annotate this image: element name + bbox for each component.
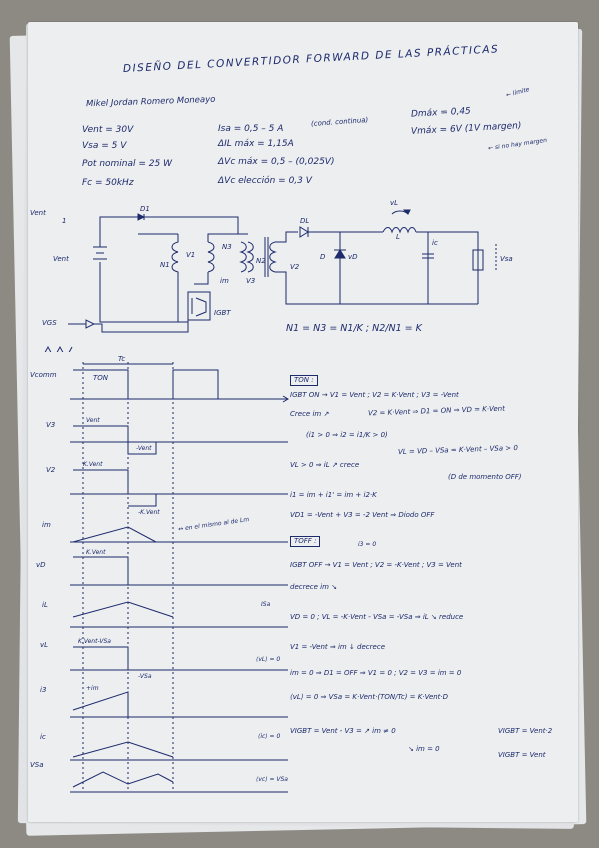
circuit-v2: V2 (290, 263, 300, 271)
wave-v2-kvent: K.Vent (83, 461, 103, 468)
note-ton-4: VL > 0 ⇒ iL ↗ crece (290, 461, 360, 469)
row-label-ic: ic (40, 733, 46, 741)
row-label-v2: V2 (46, 466, 56, 474)
note-ton-4c: (D de momento OFF) (448, 473, 522, 481)
spec-vent: Vent = 30V (82, 125, 134, 135)
note-toff-5: im = 0 ⇒ D1 = OFF ⇒ V1 = 0 ; V2 = V3 = i… (290, 669, 462, 677)
axis-lines (70, 398, 288, 793)
turns-ratio: N1 = N3 = N1/K ; N2/N1 = K (286, 323, 422, 334)
circuit-n2: N2 (256, 257, 266, 265)
wave-v2-mkvent: -K.Vent (138, 509, 160, 516)
note-i3: i3 = 0 (358, 541, 377, 548)
row-label-vcomm: Vcomm (30, 371, 57, 379)
note-ic0: ⟨ic⟩ = 0 (258, 733, 281, 740)
ton-label: TON (93, 374, 109, 382)
circuit-l: L (396, 233, 400, 241)
row-label-il: iL (42, 601, 48, 609)
timing-diagrams (70, 362, 289, 793)
note-toff-1: IGBT OFF → V1 = Vent ; V2 = -K·Vent ; V3… (290, 561, 462, 569)
circuit-dl: DL (300, 217, 310, 225)
circuit-vent-label: Vent (30, 209, 46, 217)
circuit-vgs: VGS (42, 319, 57, 327)
spec-isa: Isa = 0,5 – 5 A (218, 124, 284, 134)
spec-fc: Fc = 50kHz (82, 178, 134, 188)
toff-heading: TOFF : (290, 536, 321, 547)
wave-vl-kvent-vsa: K.Vent-VSa (78, 638, 111, 645)
circuit-im: im (220, 277, 229, 285)
ton-heading: TON : (290, 375, 318, 386)
spec-vsa: Vsa = 5 V (82, 141, 127, 151)
circuit-ic: ic (432, 239, 438, 247)
row-label-vd: vD (36, 561, 46, 569)
note-ton-2: Crece im ↗ (290, 410, 330, 418)
circuit-n1: N1 (160, 261, 170, 269)
note-toff-7: VIGBT = Vent - V3 = ↗ im ≠ 0 (290, 727, 396, 735)
tc-label: Tc (118, 355, 126, 363)
circuit-vd: vD (348, 253, 358, 261)
note-vl0: ⟨vL⟩ = 0 (256, 656, 281, 663)
circuit-vsa: Vsa (500, 255, 513, 263)
note-toff-8: ↘ im = 0 (408, 745, 440, 753)
wave-il-isa: ISa (261, 601, 271, 608)
circuit-v3: V3 (246, 277, 256, 285)
spec-pot: Pot nominal = 25 W (82, 159, 172, 169)
note-ton-5: i1 = im + i1' = im + i2·K (290, 491, 377, 499)
forward-converter-schematic (44, 209, 497, 352)
wave-v3-mvent: -Vent (136, 445, 152, 452)
spec-il-max: ΔIL máx = 1,15A (218, 139, 294, 149)
spec-vc-max: ΔVc máx = 0,5 – (0,025V) (218, 157, 335, 167)
circuit-d1: D1 (140, 205, 150, 213)
circuit-v1: V1 (186, 251, 196, 259)
circuit-d: D (320, 253, 326, 261)
note-ton-6: VD1 = -Vent + V3 = -2 Vent ⇒ Diodo OFF (290, 511, 435, 519)
note-vc: ⟨vc⟩ = VSa (256, 776, 288, 783)
circuit-one: 1 (62, 217, 67, 225)
row-label-im: im (42, 521, 51, 529)
circuit-n3: N3 (222, 243, 232, 251)
note-ton-3: (i1 > 0 ⇒ i2 = i1/K > 0) (306, 431, 388, 439)
circuit-vl: vL (390, 199, 399, 207)
spec-vc-elec: ΔVc elección = 0,3 V (218, 176, 312, 186)
note-toff-4: V1 = -Vent ⇒ im ↓ decrece (290, 643, 385, 651)
wave-v3-vent: Vent (86, 417, 100, 424)
note-toff-3: VD = 0 ; VL = -K·Vent - VSa = -VSa ⇒ iL … (290, 613, 464, 621)
row-label-vsa: VSa (30, 761, 44, 769)
circuit-vent-side: Vent (53, 255, 69, 263)
wave-vd-kvent: K.Vent (86, 549, 106, 556)
wave-i3-im: +im (86, 685, 99, 692)
note-ton-1: IGBT ON → V1 = Vent ; V2 = K·Vent ; V3 =… (290, 391, 459, 399)
note-toff-8b: VIGBT = Vent (498, 751, 546, 759)
wave-vl-mvsa: -VSa (138, 673, 152, 680)
row-label-vl: vL (40, 641, 49, 649)
row-label-v3: V3 (46, 421, 56, 429)
row-label-i3: i3 (40, 686, 47, 694)
note-toff-6: ⟨vL⟩ = 0 ⇒ VSa = K·Vent·(TON/Tc) = K·Ven… (290, 693, 449, 701)
circuit-igbt: IGBT (214, 309, 231, 317)
handwritten-page: DISEÑO DEL CONVERTIDOR FORWARD DE LAS PR… (28, 22, 578, 822)
note-toff-2: decrece im ↘ (290, 583, 338, 591)
note-toff-7b: VIGBT = Vent·2 (498, 727, 553, 735)
